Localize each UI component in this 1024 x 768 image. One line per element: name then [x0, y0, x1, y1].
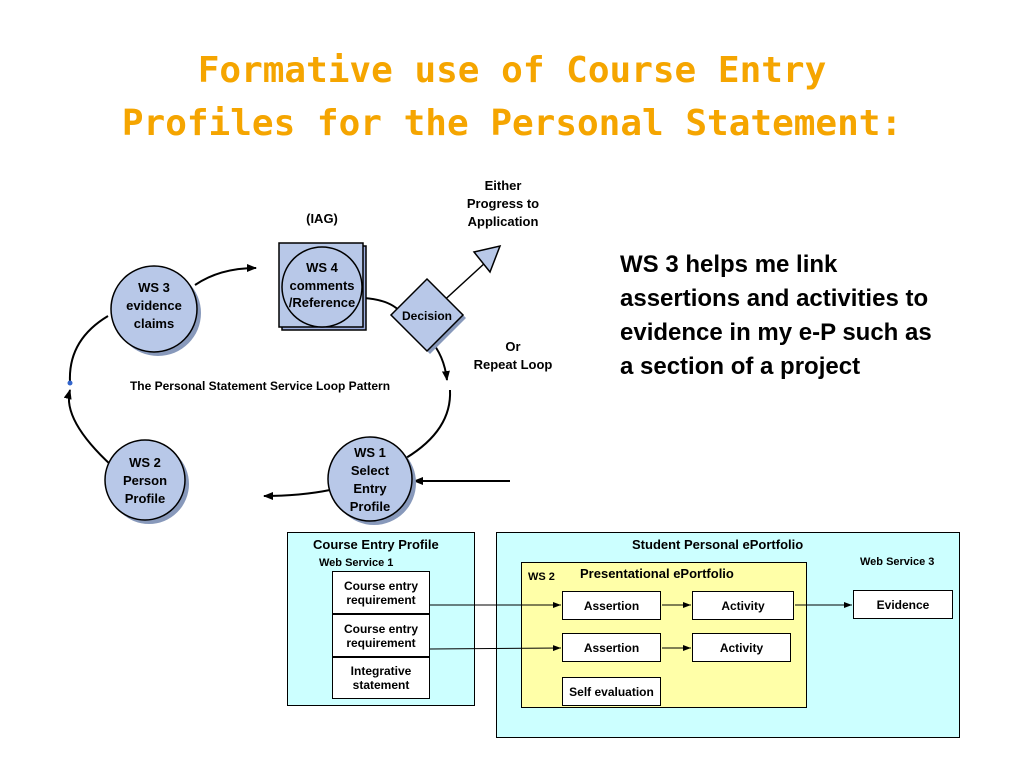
either-label-1: Either [485, 178, 522, 193]
iag-label: (IAG) [306, 211, 338, 226]
progress-arrowhead [472, 244, 502, 274]
student-personal-eportfolio-title: Student Personal ePortfolio [632, 537, 804, 552]
ws1-label-3: Entry [353, 481, 387, 496]
title-line-1: Formative use of Course Entry [197, 50, 827, 91]
loop-arrow-ws1-to-ws2 [263, 489, 331, 500]
assertion-box-1: Assertion [562, 591, 661, 620]
either-label-2: Progress to [467, 196, 539, 211]
or-label-1: Or [505, 339, 520, 354]
activity-box-1: Activity [692, 591, 794, 620]
loop-dot [67, 380, 73, 386]
ws2-label-3: Profile [125, 491, 165, 506]
course-entry-profile-title: Course Entry Profile [313, 537, 439, 552]
ws4-node [281, 246, 363, 328]
activity-box-2: Activity [692, 633, 791, 662]
or-label-2: Repeat Loop [474, 357, 553, 372]
ws1-label-1: WS 1 [354, 445, 386, 460]
course-entry-requirement-1: Course entry requirement [332, 571, 430, 614]
page-title: Formative use of Course Entry Profiles f… [0, 44, 1024, 150]
loop-arrow-repeat-to-ws1 [405, 389, 452, 459]
loop-pattern-caption: The Personal Statement Service Loop Patt… [130, 379, 390, 393]
ws2-label-1: WS 2 [129, 455, 161, 470]
decision-label: Decision [402, 309, 452, 323]
either-label-3: Application [468, 214, 539, 229]
decision-diamond [389, 277, 465, 353]
ws3-node [110, 265, 198, 353]
ws4-label-3: /Reference [289, 295, 355, 310]
loop-arrow-ws2-to-ws3 [63, 389, 113, 467]
ws1-node [327, 436, 413, 522]
ws1-label-4: Profile [350, 499, 390, 514]
ws3-label-3: claims [134, 316, 174, 331]
ws3-label-2: evidence [126, 298, 182, 313]
ws4-label-1: WS 4 [306, 260, 339, 275]
title-line-2: Profiles for the Personal Statement: [121, 103, 903, 144]
self-evaluation-box: Self evaluation [562, 677, 661, 706]
web-service-1-label: Web Service 1 [319, 557, 394, 569]
ws3-explanation: WS 3 helps me link assertions and activi… [620, 251, 932, 380]
ws3-label-1: WS 3 [138, 280, 170, 295]
ws4-label-2: comments [289, 278, 354, 293]
ws1-label-2: Select [351, 463, 390, 478]
evidence-box: Evidence [853, 590, 953, 619]
assertion-box-2: Assertion [562, 633, 661, 662]
integrative-statement: Integrative statement [332, 657, 430, 699]
ws2-label-2: Person [123, 473, 167, 488]
loop-arrow-ws3-to-ws4 [194, 264, 257, 286]
presentational-eportfolio-title: Presentational ePortfolio [580, 566, 734, 581]
loop-arc-left-top [68, 315, 109, 383]
course-entry-requirement-2: Course entry requirement [332, 614, 430, 657]
ws2-label: WS 2 [528, 571, 555, 583]
web-service-3-label: Web Service 3 [860, 556, 935, 568]
ws2-node [104, 439, 186, 521]
service-loop-diagram: (IAG) WS 4 comments /Reference WS 3 evid… [63, 178, 553, 525]
